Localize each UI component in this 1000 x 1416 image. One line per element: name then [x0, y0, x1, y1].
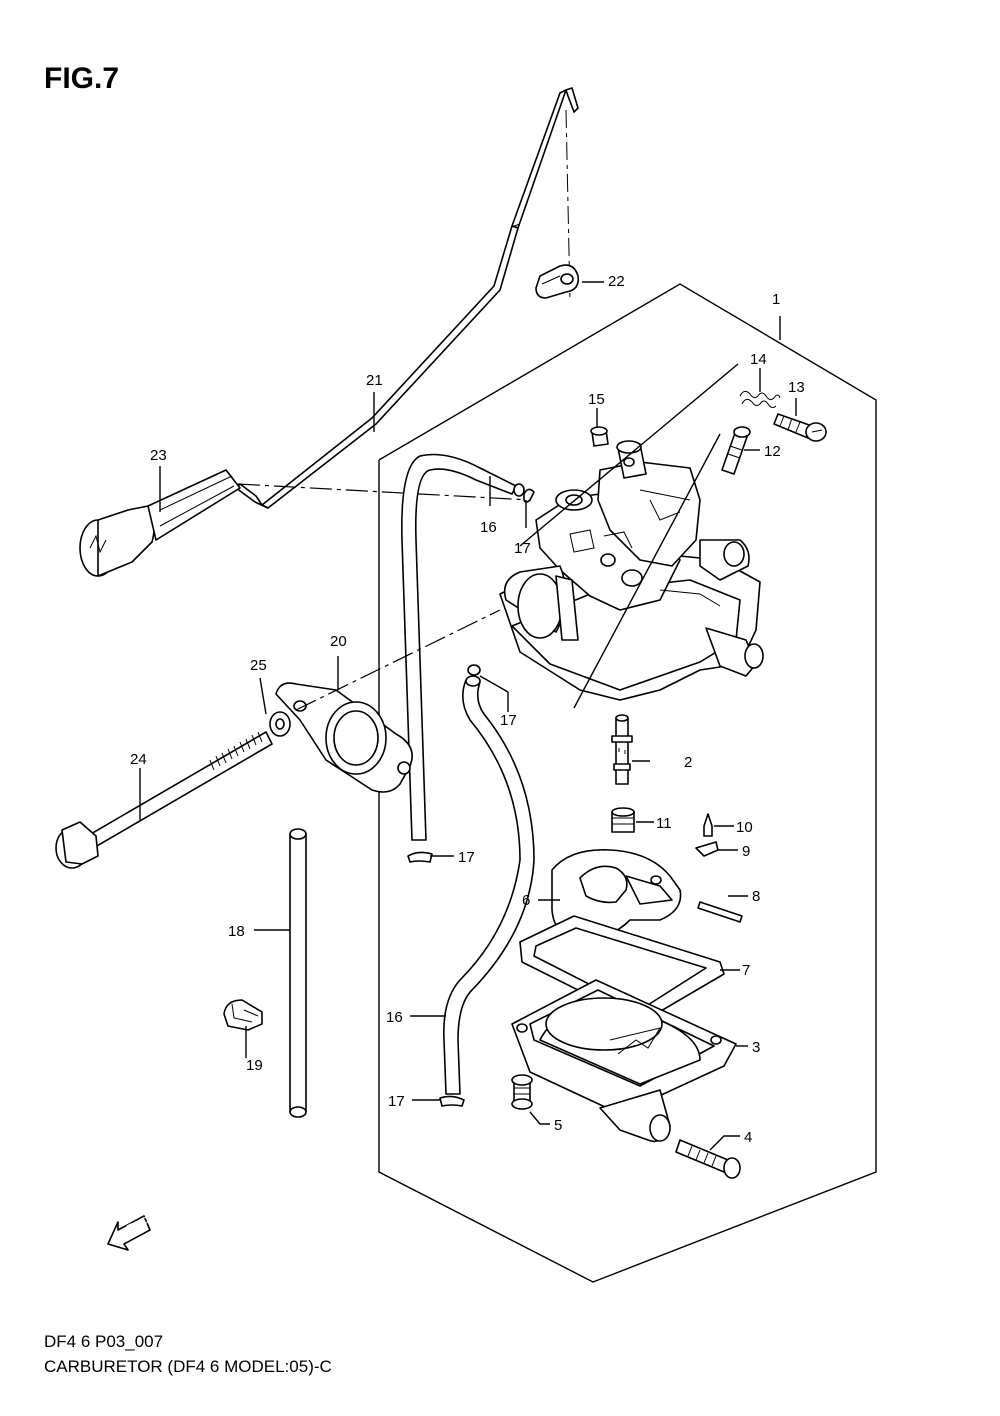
spring [739, 390, 781, 409]
assembly-boundary [378, 283, 877, 1283]
callout-22: 22 [608, 273, 625, 290]
figure-description: CARBURETOR (DF4 6 MODEL:05)-C [44, 1357, 332, 1376]
float [551, 849, 682, 941]
choke-knob [79, 469, 241, 577]
main-nozzle [611, 714, 633, 785]
plug [590, 426, 609, 447]
callout-16-upper: 16 [480, 519, 497, 536]
callout-11: 11 [656, 815, 672, 832]
intake-gasket [275, 682, 413, 793]
float-pin [697, 901, 743, 923]
callout-20: 20 [330, 633, 347, 650]
callout-4: 4 [744, 1129, 752, 1146]
figure-title: FIG.7 [44, 62, 120, 95]
float-bowl-gasket [519, 915, 725, 1023]
callout-13: 13 [788, 379, 805, 396]
callout-7: 7 [742, 962, 750, 979]
callout-9: 9 [742, 843, 750, 860]
forward-direction-arrow: FWD [107, 1215, 151, 1251]
callout-2: 2 [684, 754, 692, 771]
callout-25: 25 [250, 657, 267, 674]
callout-16-lower: 16 [386, 1009, 403, 1026]
callout-17-mid: 17 [500, 712, 517, 729]
needle-clip [695, 841, 719, 857]
hose-clip-lower [407, 851, 433, 863]
washer [269, 711, 291, 737]
callout-24: 24 [130, 751, 147, 768]
drain-screw [511, 1074, 533, 1110]
carburetor-body [499, 440, 764, 701]
hose-clip-top [523, 488, 535, 503]
callout-23: 23 [150, 447, 167, 464]
main-jet [611, 807, 635, 833]
callout-18: 18 [228, 923, 245, 940]
callout-1: 1 [772, 291, 780, 308]
callout-14: 14 [750, 351, 767, 368]
fuel-hose-lower [443, 675, 535, 1095]
figure-code: DF4 6 P03_007 [44, 1332, 164, 1351]
callout-6: 6 [522, 892, 530, 909]
rod-clip [535, 264, 580, 299]
callout-5: 5 [554, 1117, 562, 1134]
pilot-screw [721, 426, 751, 475]
adjust-screw [675, 1139, 741, 1179]
throttle-stop-screw [773, 413, 827, 442]
hose-clip-bottom [439, 1095, 465, 1107]
callout-17-lower: 17 [458, 849, 475, 866]
choke-rod [235, 87, 579, 509]
callout-15: 15 [588, 391, 605, 408]
vent-tube [289, 828, 307, 1118]
callout-3: 3 [752, 1039, 760, 1056]
callout-17-bottom: 17 [388, 1093, 405, 1110]
tube-clip [223, 999, 263, 1031]
needle-valve [703, 813, 713, 837]
mounting-bolt [55, 731, 273, 869]
callout-19: 19 [246, 1057, 263, 1074]
callout-8: 8 [752, 888, 760, 905]
callout-12: 12 [764, 443, 781, 460]
callout-21: 21 [366, 372, 383, 389]
callout-17-top: 17 [514, 540, 531, 557]
hose-clip-mid [467, 664, 481, 676]
fuel-hose-upper [401, 453, 525, 841]
float-bowl [511, 979, 737, 1143]
callout-10: 10 [736, 819, 753, 836]
